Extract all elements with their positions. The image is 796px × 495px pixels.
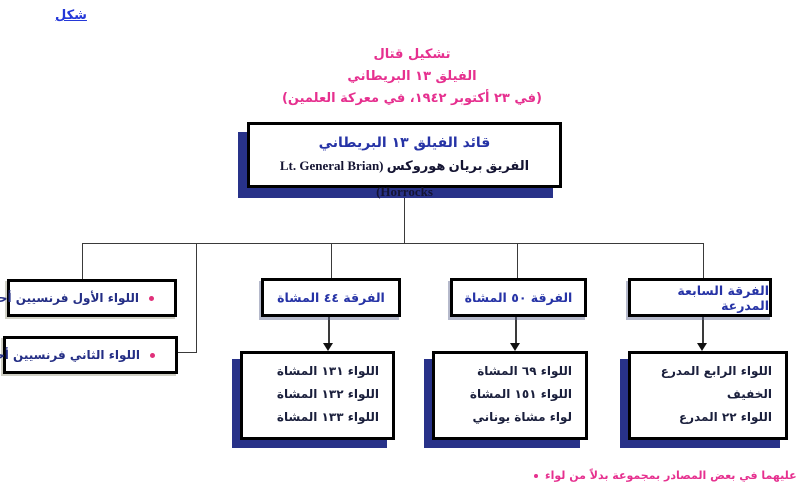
connector-div44-vertical: [331, 243, 332, 278]
chart-title-line2: الفيلق ١٣ البريطاني: [347, 69, 477, 84]
connector-trunk-horizontal: [82, 243, 704, 244]
arrowhead-down-icon: [697, 343, 707, 351]
free-french-brigade-1-box: اللواء الأول فرنسيين أحرار: [0, 279, 177, 317]
arrow-stem-div44: [328, 317, 330, 344]
connector-french1-vertical: [82, 243, 83, 280]
bullet-icon: [534, 473, 538, 478]
division-50-brigades-box: اللواء ٦٩ المشاة اللواء ١٥١ المشاة لواء …: [432, 351, 588, 440]
free-french-brigade-1-label: اللواء الأول فرنسيين أحرار: [0, 291, 139, 305]
arrow-stem-div50: [515, 317, 517, 344]
footnote: يُطلق عليهما في بعض المصادر بمجموعة بدلا…: [534, 469, 796, 482]
arrowhead-down-icon: [323, 343, 333, 351]
connector-div50-vertical: [517, 243, 518, 278]
brigade-item: اللواء ١٣١ المشاة: [276, 364, 379, 378]
connector-french2-vertical: [196, 243, 197, 353]
bullet-icon: [150, 352, 155, 358]
figure-label: شكل: [55, 8, 87, 23]
division-7-armoured-box: الفرقة السابعة المدرعة: [628, 278, 772, 317]
brigade-item: اللواء ٦٩ المشاة: [477, 364, 572, 378]
footnote-text: يُطلق عليهما في بعض المصادر بمجموعة بدلا…: [545, 469, 796, 482]
free-french-brigade-2-label: اللواء الثاني فرنسيين أحرار: [0, 348, 140, 362]
bullet-icon: [149, 295, 154, 301]
chart-title-line1: تشكيل قتال: [373, 47, 451, 62]
arrow-stem-div7: [702, 317, 704, 344]
division-7-brigades-box: اللواء الرابع المدرع الخفيف اللواء ٢٢ ال…: [628, 351, 788, 440]
connector-div7-vertical: [703, 243, 704, 278]
free-french-brigade-2-box: اللواء الثاني فرنسيين أحرار: [0, 336, 178, 374]
brigade-item: لواء مشاة يوناني: [472, 410, 572, 424]
commander-box: قائد الفيلق ١٣ البريطاني الفريق بريان هو…: [247, 122, 562, 199]
division-50-box: الفرقة ٥٠ المشاة: [450, 278, 587, 317]
connector-french2-horizontal: [178, 352, 197, 353]
arrowhead-down-icon: [510, 343, 520, 351]
brigade-item: اللواء ١٣٢ المشاة: [276, 387, 379, 401]
chart-title-line3: (في ٢٣ أكتوبر ١٩٤٢، في معركة العلمين): [281, 91, 542, 106]
connector-root-vertical: [404, 188, 405, 243]
brigade-item: اللواء الرابع المدرع الخفيف: [660, 364, 772, 401]
chart-title: تشكيل قتال الفيلق ١٣ البريطاني (في ٢٣ أك…: [252, 44, 572, 110]
commander-title: قائد الفيلق ١٣ البريطاني: [318, 135, 491, 151]
division-44-box: الفرقة ٤٤ المشاة: [261, 278, 401, 317]
brigade-item: اللواء ١٣٣ المشاة: [276, 410, 379, 424]
brigade-item: اللواء ١٥١ المشاة: [469, 387, 572, 401]
division-44-brigades-box: اللواء ١٣١ المشاة اللواء ١٣٢ المشاة اللو…: [240, 351, 395, 440]
commander-name: الفريق بريان هوروكس (Lt. General Brian H…: [279, 158, 530, 199]
brigade-item: اللواء ٢٢ المدرع: [678, 410, 772, 424]
